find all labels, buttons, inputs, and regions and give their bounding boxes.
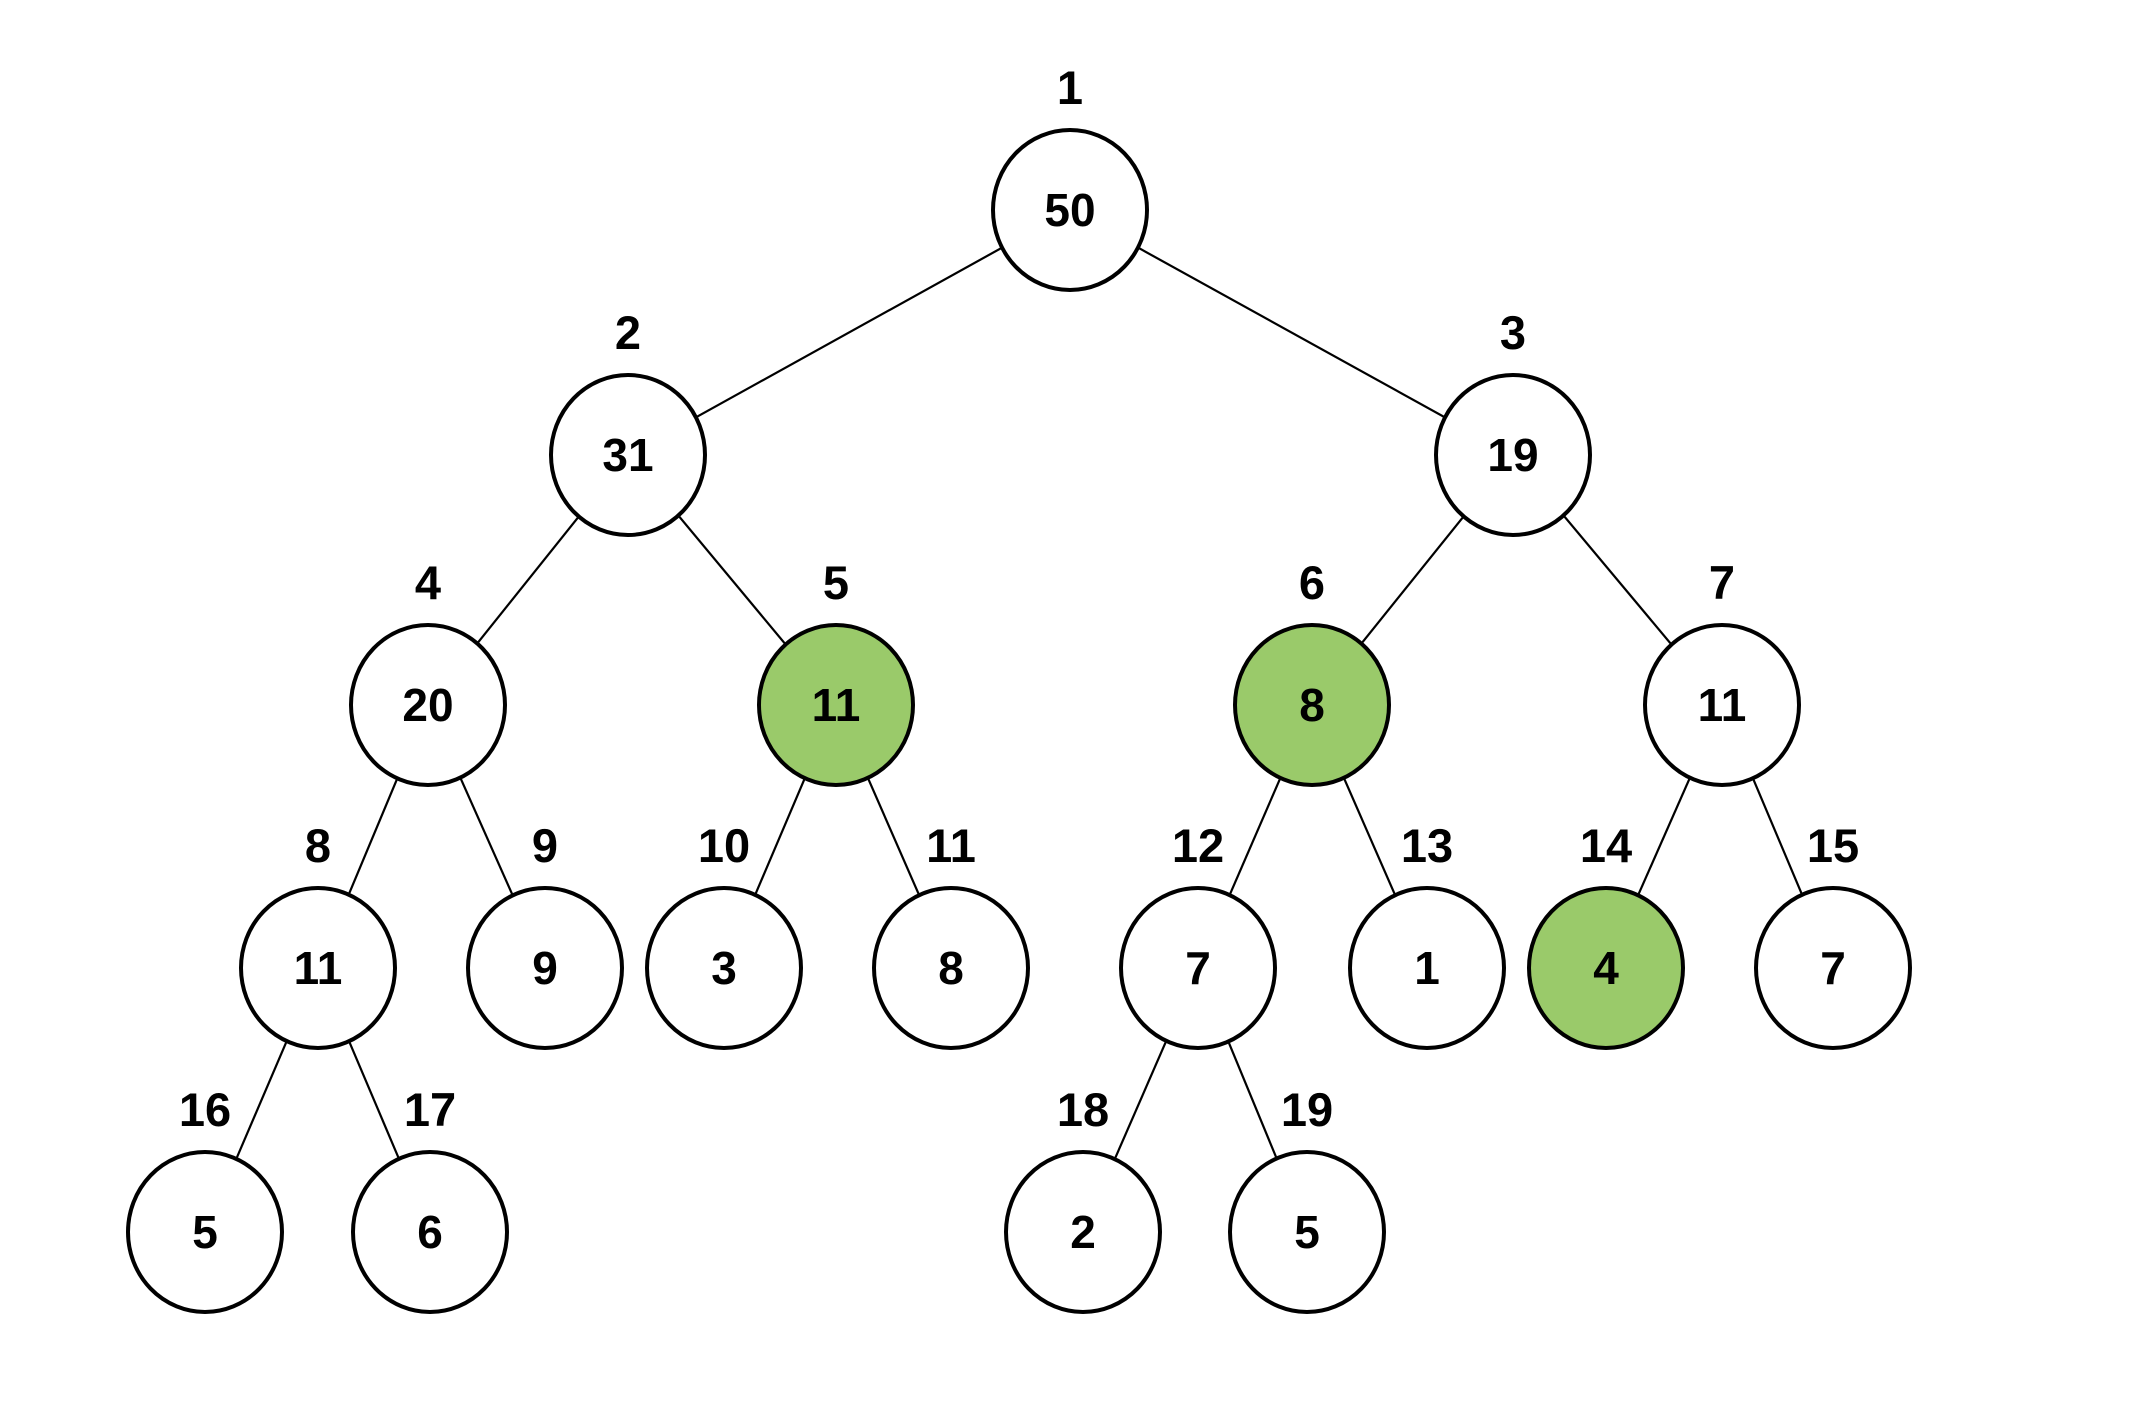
tree-node-index-label: 19	[1281, 1083, 1333, 1136]
tree-node-6: 86	[1233, 556, 1391, 787]
tree-node-circle	[1119, 886, 1277, 1050]
tree-node-index-label: 1	[1057, 61, 1083, 114]
tree-node-index-label: 14	[1580, 819, 1632, 872]
tree-node-index-label: 5	[823, 556, 849, 609]
tree-node-1: 50 1	[991, 61, 1149, 292]
tree-node-value: 11	[1698, 679, 1747, 731]
tree-node-13: 1 13	[1348, 819, 1506, 1050]
tree-node-circle	[1754, 886, 1912, 1050]
tree-node-value: 50	[1044, 184, 1095, 236]
tree-node-circle	[351, 1150, 509, 1314]
tree-node-9: 99	[466, 819, 624, 1050]
tree-node-4: 20 4	[349, 556, 507, 787]
tree-node-circle	[126, 1150, 284, 1314]
tree-node-index-label: 2	[615, 306, 641, 359]
tree-node-index-label: 7	[1709, 556, 1735, 609]
tree-node-19: 5 19	[1228, 1083, 1386, 1314]
tree-node-circle	[645, 886, 803, 1050]
tree-node-16: 5 16	[126, 1083, 284, 1314]
tree-node-index-label: 12	[1172, 819, 1224, 872]
tree-node-index-label: 4	[415, 556, 441, 609]
tree-node-index-label: 16	[179, 1083, 231, 1136]
tree-node-value: 7	[1820, 942, 1846, 994]
tree-node-index-label: 9	[532, 819, 558, 872]
tree-node-circle	[1228, 1150, 1386, 1314]
tree-node-index-label: 17	[404, 1083, 456, 1136]
tree-node-index-label: 13	[1401, 819, 1453, 872]
tree-node-circle	[549, 373, 707, 537]
tree-node-index-label: 3	[1500, 306, 1526, 359]
tree-edge-1-2	[627, 209, 1071, 456]
tree-node-index-label: 10	[698, 819, 750, 872]
tree-node-2: 31 2	[549, 306, 707, 537]
tree-node-5: 11 5	[757, 556, 915, 787]
tree-node-circle-highlighted	[1233, 623, 1391, 787]
tree-node-10: 3 10	[645, 819, 803, 1050]
tree-node-circle	[1004, 1150, 1162, 1314]
tree-node-14: 4 14	[1527, 819, 1685, 1050]
tree-node-index-label: 18	[1057, 1083, 1109, 1136]
tree-node-circle	[349, 623, 507, 787]
tree-node-11: 8 11	[872, 819, 1030, 1050]
tree-node-15: 7 15	[1754, 819, 1912, 1050]
tree-node-value: 20	[402, 679, 453, 731]
tree-node-index-label: 8	[305, 819, 331, 872]
tree-node-value: 9	[532, 942, 558, 994]
tree-node-value: 5	[192, 1206, 218, 1258]
tree-node-circle	[1348, 886, 1506, 1050]
tree-nodes-layer: 5013121932041158611711899310811712113414…	[126, 61, 1912, 1314]
tree-node-circle	[239, 886, 397, 1050]
tree-node-17: 6 17	[351, 1083, 509, 1314]
tree-node-circle-highlighted	[1527, 886, 1685, 1050]
tree-node-value: 7	[1185, 942, 1211, 994]
tree-node-12: 7 12	[1119, 819, 1277, 1050]
tree-node-value: 3	[711, 942, 737, 994]
tree-node-circle-highlighted	[757, 623, 915, 787]
tree-node-value: 19	[1487, 429, 1538, 481]
tree-node-7: 11 7	[1643, 556, 1801, 787]
tree-node-circle	[1434, 373, 1592, 537]
tree-node-18: 2 18	[1004, 1083, 1162, 1314]
tree-node-value: 8	[938, 942, 964, 994]
tree-node-value: 1	[1414, 942, 1440, 994]
tree-node-value: 8	[1299, 679, 1325, 731]
tree-node-circle	[991, 128, 1149, 292]
tree-node-circle	[466, 886, 624, 1050]
tree-node-value: 31	[602, 429, 653, 481]
tree-node-8: 11 8	[239, 819, 397, 1050]
tree-node-circle	[872, 886, 1030, 1050]
tree-node-value: 11	[294, 942, 343, 994]
tree-node-circle	[1643, 623, 1801, 787]
tree-node-index-label: 11	[926, 819, 976, 872]
tree-node-value: 6	[417, 1206, 443, 1258]
tree-edge-1-3	[1069, 209, 1514, 456]
tree-node-3: 19 3	[1434, 306, 1592, 537]
tree-node-value: 11	[812, 679, 861, 731]
tree-node-value: 4	[1593, 942, 1619, 994]
tree-node-value: 5	[1294, 1206, 1320, 1258]
tree-node-value: 2	[1070, 1206, 1096, 1258]
tree-node-index-label: 6	[1299, 556, 1325, 609]
tree-node-index-label: 15	[1807, 819, 1859, 872]
